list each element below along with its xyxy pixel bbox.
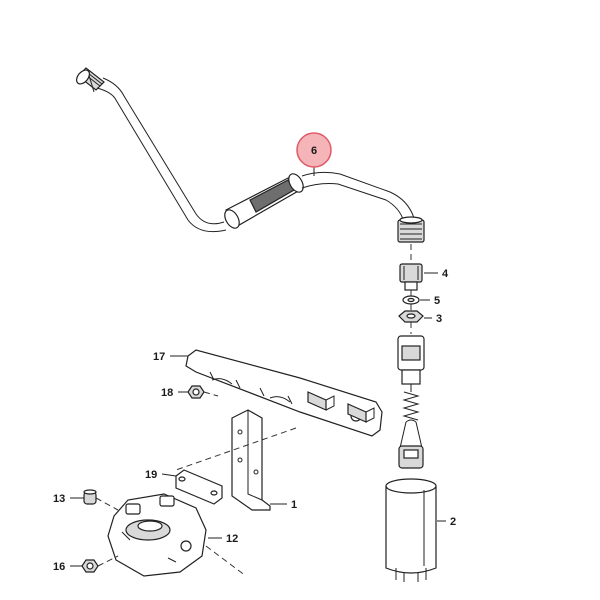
assembly-guide-lines	[95, 244, 412, 577]
part-2-fuel-pump	[385, 335, 437, 582]
part-1-plate	[231, 409, 271, 511]
fuel-line-sleeve	[224, 173, 304, 229]
callout-2-label: 2	[450, 516, 456, 528]
callout-6-highlight[interactable]: 6	[296, 132, 332, 176]
part-5-washer	[402, 295, 420, 305]
callout-13-label: 13	[53, 493, 65, 505]
callout-6-label: 6	[311, 145, 317, 157]
part-17-bracket	[185, 349, 383, 437]
callout-17-label: 17	[153, 351, 165, 363]
callout-1-label: 1	[291, 499, 297, 511]
part-3-nut	[398, 310, 424, 323]
callout-16-label: 16	[53, 561, 65, 573]
part-13-plug	[83, 489, 97, 505]
fuel-line-left-fitting	[75, 67, 105, 93]
part-4-fitting	[399, 263, 423, 291]
callout-5-label: 5	[434, 295, 440, 307]
fuel-line	[75, 67, 425, 243]
callout-4-label: 4	[442, 268, 449, 280]
callout-12-label: 12	[226, 533, 238, 545]
callout-18-label: 18	[161, 387, 173, 399]
part-12-filter-head	[107, 493, 207, 577]
part-18-nut	[187, 385, 205, 399]
part-16-bolt	[81, 559, 99, 573]
callout-3-label: 3	[436, 313, 442, 325]
fuel-line-right-fitting	[397, 216, 425, 243]
part-19-spacer	[175, 469, 223, 505]
callout-19-label: 19	[145, 469, 157, 481]
